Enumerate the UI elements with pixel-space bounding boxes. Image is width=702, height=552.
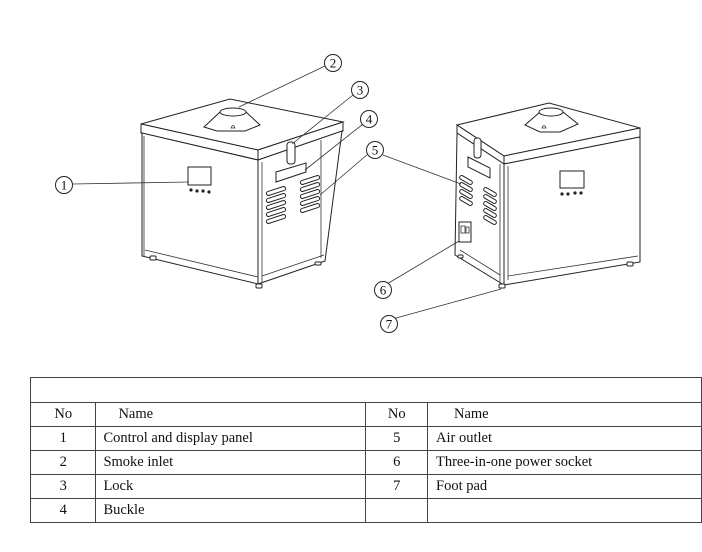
leader-lines xyxy=(72,65,502,321)
callout-6: 6 xyxy=(374,281,392,299)
diagram-canvas: 1 2 3 4 5 6 7 xyxy=(55,54,641,333)
callout-6-label: 6 xyxy=(380,283,387,298)
left-body-front xyxy=(141,132,259,285)
callout-7: 7 xyxy=(380,315,398,333)
callout-4-label: 4 xyxy=(366,112,373,127)
cell-no-right: 5 xyxy=(365,426,428,451)
left-foot-2 xyxy=(255,283,263,289)
cell-no-left: 4 xyxy=(29,498,97,523)
header-name-right: Name xyxy=(427,402,702,427)
callout-3-label: 3 xyxy=(357,83,364,98)
cell-name-right: Air outlet xyxy=(427,426,702,451)
left-buckle xyxy=(275,162,307,183)
right-power-socket xyxy=(458,221,472,243)
table-title-row xyxy=(30,377,702,403)
table-row: 1 Control and display panel 5 Air outlet xyxy=(29,426,702,451)
callout-7-label: 7 xyxy=(386,317,393,332)
left-foot-3 xyxy=(314,261,322,266)
table-header-row: No Name No Name xyxy=(29,402,702,427)
table-row: 2 Smoke inlet 6 Three-in-one power socke… xyxy=(29,450,702,475)
table-row: 3 Lock 7 Foot pad xyxy=(29,474,702,499)
left-foot-1 xyxy=(149,255,157,261)
product-diagram: 1 2 3 4 5 6 7 xyxy=(55,54,641,333)
cell-no-right xyxy=(365,498,428,523)
left-air-outlet-vents xyxy=(265,175,321,224)
cell-no-right: 6 xyxy=(365,450,428,475)
cell-name-right: Foot pad xyxy=(427,474,702,499)
cell-name-left: Control and display panel xyxy=(95,426,367,451)
right-air-outlet-vents xyxy=(459,175,497,225)
parts-table: No Name No Name 1 Control and display pa… xyxy=(29,377,702,523)
right-foot-3 xyxy=(457,254,464,259)
right-buckle xyxy=(467,156,491,179)
table-title xyxy=(30,377,702,403)
left-unit-drawing xyxy=(140,98,345,289)
cell-no-left: 3 xyxy=(29,474,97,499)
right-foot-2 xyxy=(626,261,634,267)
cell-name-right: Three-in-one power socket xyxy=(427,450,702,475)
callout-3: 3 xyxy=(351,81,369,99)
header-no-left: No xyxy=(29,402,97,427)
left-display-panel xyxy=(187,166,212,186)
left-lock xyxy=(286,141,296,165)
callout-4: 4 xyxy=(360,110,378,128)
right-foot-1 xyxy=(498,283,506,289)
callout-5: 5 xyxy=(366,141,384,159)
cell-no-left: 2 xyxy=(29,450,97,475)
header-name-left: Name xyxy=(95,402,367,427)
cell-name-left: Lock xyxy=(95,474,367,499)
callout-2-label: 2 xyxy=(330,56,337,71)
cell-no-left: 1 xyxy=(29,426,97,451)
callout-5-label: 5 xyxy=(372,143,379,158)
header-no-right: No xyxy=(365,402,428,427)
cell-name-right xyxy=(427,498,702,523)
right-unit-drawing xyxy=(454,102,641,289)
right-body-front xyxy=(503,136,641,286)
callout-2: 2 xyxy=(324,54,342,72)
cell-name-left: Buckle xyxy=(95,498,367,523)
callout-1-label: 1 xyxy=(61,178,68,193)
left-lid-side xyxy=(257,121,344,161)
callout-1: 1 xyxy=(55,176,73,194)
right-display-panel xyxy=(559,170,585,189)
cell-name-left: Smoke inlet xyxy=(95,450,367,475)
right-lock xyxy=(473,137,482,159)
table-row: 4 Buckle xyxy=(29,498,702,523)
cell-no-right: 7 xyxy=(365,474,428,499)
